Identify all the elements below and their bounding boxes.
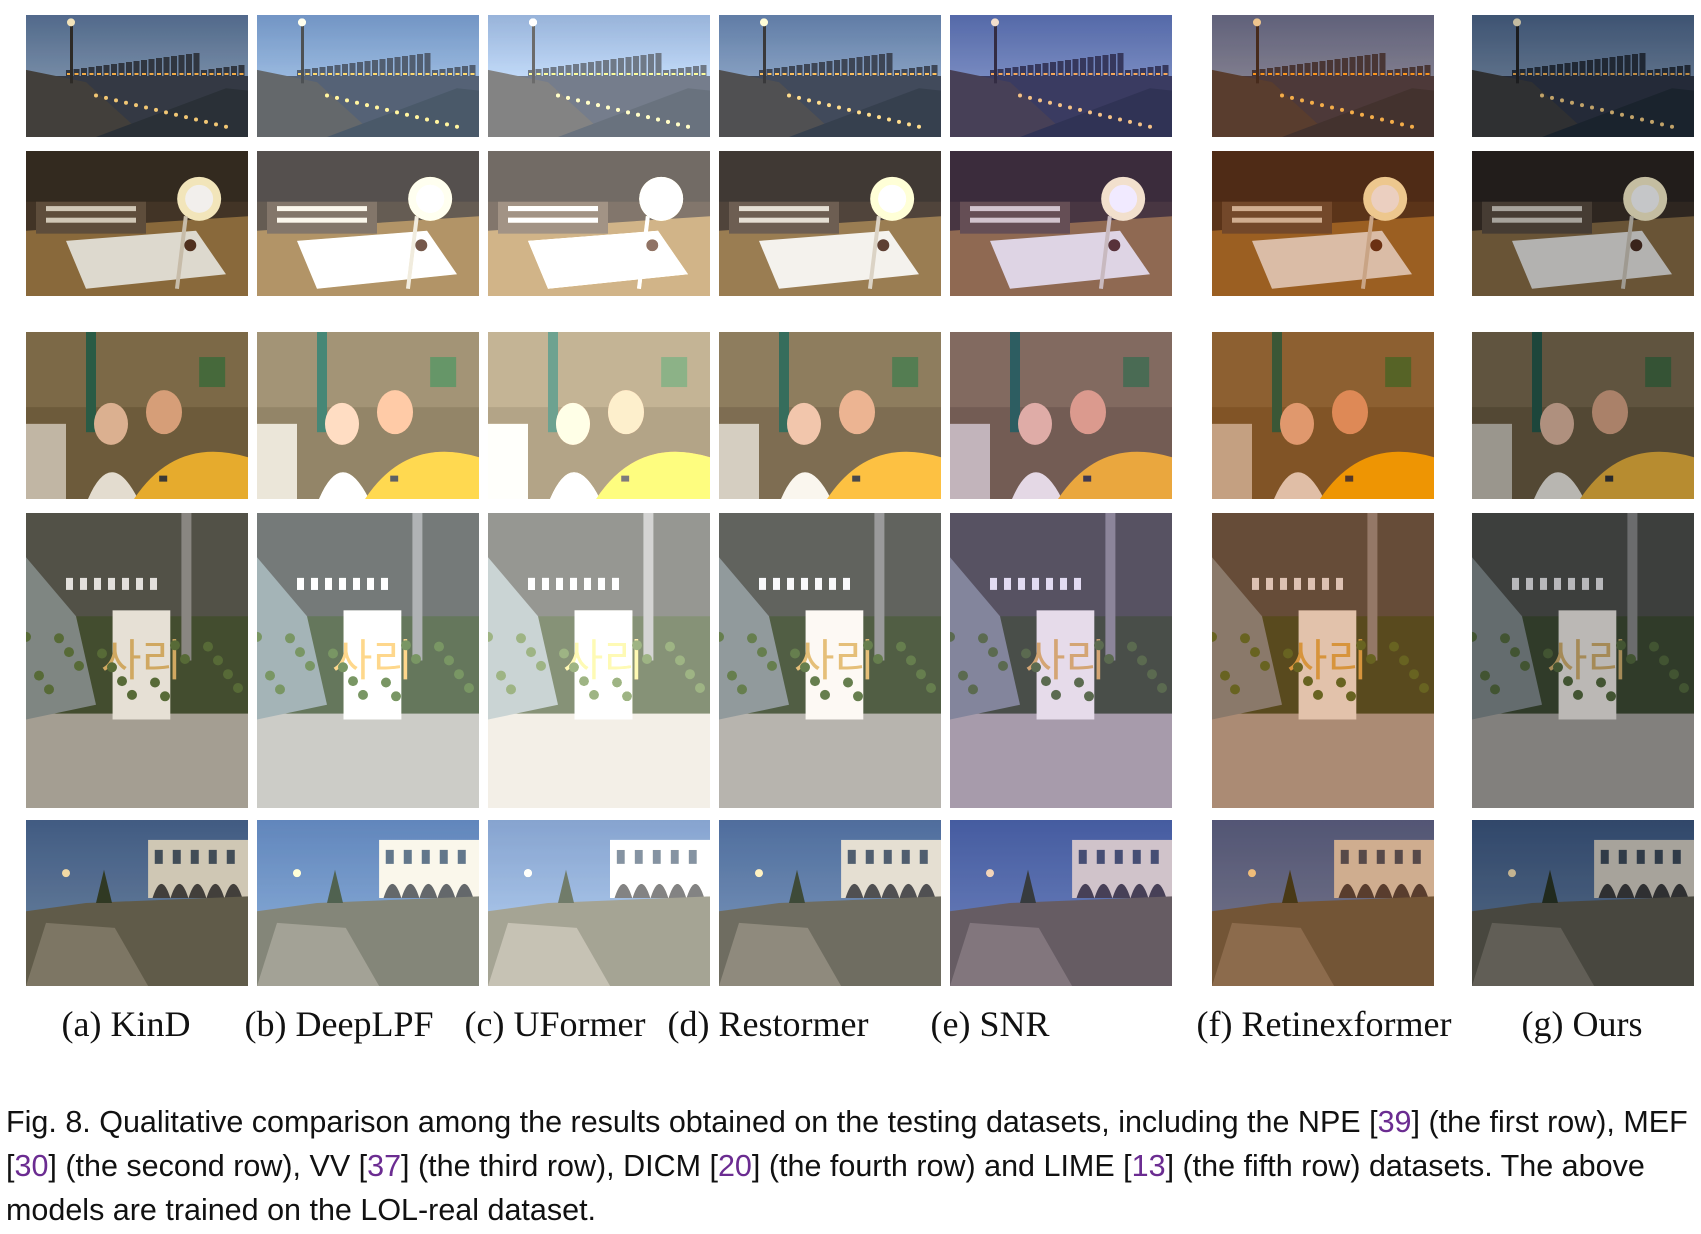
desk-lamp-books-scene — [257, 151, 479, 296]
result-image-lime-ours — [1472, 820, 1694, 986]
couple-portrait-scene — [1472, 332, 1694, 499]
result-image-dicm-retinexformer: 사리 — [1212, 513, 1434, 808]
citation-link-30[interactable]: 30 — [14, 1149, 49, 1183]
paper-bag-garden-scene: 사리 — [488, 513, 710, 808]
result-image-lime-deeplpf — [257, 820, 479, 986]
caption-text-4: ] (the third row), DICM [ — [401, 1149, 718, 1183]
caption-text-6: ] (the fifth row) datasets. The above mo… — [6, 1149, 1645, 1227]
citation-link-39[interactable]: 39 — [1377, 1105, 1412, 1139]
result-image-vv-ours — [1472, 332, 1694, 499]
figure-caption: Fig. 8. Qualitative comparison among the… — [6, 1100, 1696, 1232]
result-image-vv-snr — [950, 332, 1172, 499]
couple-portrait-scene — [1212, 332, 1434, 499]
result-image-npe-retinexformer — [1212, 15, 1434, 137]
column-label-kind: (a) KinD — [61, 1004, 191, 1044]
cliff-building-dusk-scene — [26, 820, 248, 986]
desk-lamp-books-scene — [950, 151, 1172, 296]
couple-portrait-scene — [26, 332, 248, 499]
caption-text-2: ] (the first row), MEF [ — [6, 1105, 1688, 1183]
desk-lamp-books-scene — [1212, 151, 1434, 296]
harbor-night-skyline-scene — [1472, 15, 1694, 137]
harbor-night-skyline-scene — [488, 15, 710, 137]
desk-lamp-books-scene — [719, 151, 941, 296]
result-image-npe-restormer — [719, 15, 941, 137]
result-image-vv-uformer — [488, 332, 710, 499]
result-image-vv-retinexformer — [1212, 332, 1434, 499]
cliff-building-dusk-scene — [1212, 820, 1434, 986]
result-image-mef-uformer — [488, 151, 710, 296]
result-image-mef-restormer — [719, 151, 941, 296]
caption-text-3: ] (the second row), VV [ — [48, 1149, 368, 1183]
column-label-restormer: (d) Restormer — [667, 1004, 869, 1044]
result-image-vv-restormer — [719, 332, 941, 499]
cliff-building-dusk-scene — [950, 820, 1172, 986]
result-image-dicm-snr: 사리 — [950, 513, 1172, 808]
desk-lamp-books-scene — [488, 151, 710, 296]
result-image-lime-uformer — [488, 820, 710, 986]
result-image-lime-restormer — [719, 820, 941, 986]
result-image-mef-retinexformer — [1212, 151, 1434, 296]
result-image-npe-ours — [1472, 15, 1694, 137]
result-image-vv-kind — [26, 332, 248, 499]
column-label-uformer: (c) UFormer — [464, 1004, 646, 1044]
result-image-vv-deeplpf — [257, 332, 479, 499]
caption-text-5: ] (the fourth row) and LIME [ — [751, 1149, 1132, 1183]
caption-text-1: Fig. 8. Qualitative comparison among the… — [6, 1105, 1378, 1139]
result-image-dicm-ours: 사리 — [1472, 513, 1694, 808]
cliff-building-dusk-scene — [719, 820, 941, 986]
couple-portrait-scene — [257, 332, 479, 499]
desk-lamp-books-scene — [26, 151, 248, 296]
paper-bag-garden-scene: 사리 — [257, 513, 479, 808]
result-image-dicm-restormer: 사리 — [719, 513, 941, 808]
harbor-night-skyline-scene — [26, 15, 248, 137]
citation-link-37[interactable]: 37 — [367, 1149, 402, 1183]
result-image-mef-ours — [1472, 151, 1694, 296]
desk-lamp-books-scene — [1472, 151, 1694, 296]
result-image-npe-snr — [950, 15, 1172, 137]
column-label-deeplpf: (b) DeepLPF — [244, 1004, 434, 1044]
result-image-mef-deeplpf — [257, 151, 479, 296]
result-image-npe-uformer — [488, 15, 710, 137]
couple-portrait-scene — [488, 332, 710, 499]
result-image-lime-snr — [950, 820, 1172, 986]
column-label-ours: (g) Ours — [1521, 1004, 1643, 1044]
paper-bag-garden-scene: 사리 — [950, 513, 1172, 808]
result-image-npe-deeplpf — [257, 15, 479, 137]
column-label-retinexformer: (f) Retinexformer — [1196, 1004, 1452, 1044]
couple-portrait-scene — [719, 332, 941, 499]
cliff-building-dusk-scene — [257, 820, 479, 986]
harbor-night-skyline-scene — [257, 15, 479, 137]
result-image-dicm-deeplpf: 사리 — [257, 513, 479, 808]
cliff-building-dusk-scene — [488, 820, 710, 986]
harbor-night-skyline-scene — [1212, 15, 1434, 137]
paper-bag-garden-scene: 사리 — [719, 513, 941, 808]
cliff-building-dusk-scene — [1472, 820, 1694, 986]
harbor-night-skyline-scene — [719, 15, 941, 137]
harbor-night-skyline-scene — [950, 15, 1172, 137]
couple-portrait-scene — [950, 332, 1172, 499]
column-label-snr: (e) SNR — [930, 1004, 1050, 1044]
result-image-npe-kind — [26, 15, 248, 137]
citation-link-20[interactable]: 20 — [717, 1149, 752, 1183]
paper-bag-garden-scene: 사리 — [1472, 513, 1694, 808]
result-image-lime-kind — [26, 820, 248, 986]
citation-link-13[interactable]: 13 — [1131, 1149, 1166, 1183]
result-image-mef-kind — [26, 151, 248, 296]
result-image-mef-snr — [950, 151, 1172, 296]
result-image-lime-retinexformer — [1212, 820, 1434, 986]
paper-bag-garden-scene: 사리 — [26, 513, 248, 808]
result-image-dicm-uformer: 사리 — [488, 513, 710, 808]
paper-bag-garden-scene: 사리 — [1212, 513, 1434, 808]
result-image-dicm-kind: 사리 — [26, 513, 248, 808]
